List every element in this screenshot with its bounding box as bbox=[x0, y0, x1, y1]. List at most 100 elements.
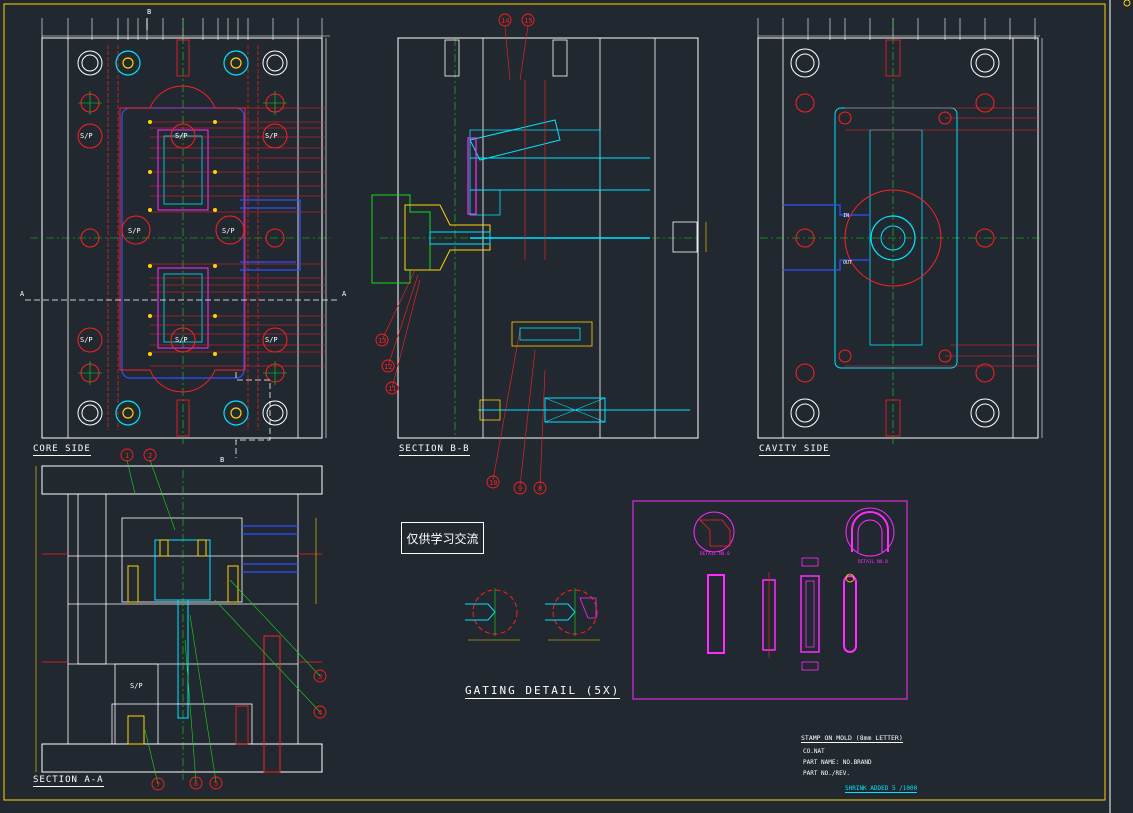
letter-profile-3-inner bbox=[805, 580, 815, 648]
aa-ejector-rod bbox=[177, 599, 189, 719]
section-a-marker-left: A bbox=[20, 290, 25, 298]
cavity-out-label: OUT bbox=[843, 260, 852, 266]
callout-2: 2 bbox=[148, 452, 153, 460]
aa-callout-leaders bbox=[126, 459, 321, 785]
aa-cavity-block bbox=[121, 517, 243, 603]
core-red-bolts bbox=[77, 93, 288, 383]
callout-14: 14 bbox=[501, 17, 510, 25]
letter-profile-4 bbox=[843, 575, 857, 653]
bb-core-insert bbox=[469, 129, 601, 216]
cavity-water-lines bbox=[783, 204, 870, 271]
bb-guide-pin-top-2 bbox=[552, 39, 568, 77]
core-insert-red bbox=[119, 85, 246, 393]
core-cavity-upper bbox=[157, 129, 209, 211]
sp-label-3: S/P bbox=[128, 227, 141, 235]
sp-label-8: S/P bbox=[265, 336, 278, 344]
core-ejector-pins bbox=[148, 120, 217, 356]
callout-8: 8 bbox=[538, 485, 543, 493]
section-aa-title: SECTION A-A bbox=[33, 775, 104, 787]
aa-ejector-plate bbox=[111, 703, 253, 745]
core-water-lines bbox=[240, 199, 301, 271]
aa-callout-circles bbox=[120, 448, 327, 791]
section-b-marker-bottom: B bbox=[220, 456, 224, 464]
aa-pin-right bbox=[235, 705, 249, 745]
sp-label-2: S/P bbox=[265, 132, 278, 140]
letter-block-bottom bbox=[801, 661, 819, 671]
gate-profile-left bbox=[465, 603, 496, 621]
detail-part-2-inner bbox=[857, 519, 883, 552]
callout-13: 13 bbox=[378, 337, 387, 345]
section-aa-view bbox=[35, 459, 323, 785]
title-block-line3: PART NO./REV. bbox=[803, 770, 850, 777]
aa-bolt bbox=[127, 715, 145, 745]
bb-side-block bbox=[672, 221, 698, 253]
callout-12: 12 bbox=[384, 363, 393, 371]
core-dimension-leaders bbox=[150, 107, 325, 367]
bb-guide-pin-top bbox=[444, 39, 460, 77]
gating-detail-title: GATING DETAIL (5X) bbox=[465, 684, 621, 699]
cavity-dim-leaders bbox=[845, 107, 1040, 367]
bb-locating-ring bbox=[404, 204, 491, 271]
bb-slider bbox=[469, 119, 561, 161]
cavity-in-label: IN bbox=[843, 213, 849, 219]
bb-callout-circles bbox=[375, 13, 547, 495]
aa-core-insert bbox=[154, 539, 211, 601]
cavity-side-view bbox=[757, 18, 1043, 445]
section-b-cut-path bbox=[235, 372, 271, 458]
core-return-pins bbox=[176, 39, 190, 437]
callout-6: 6 bbox=[194, 780, 199, 788]
core-insert-cyan-lower bbox=[163, 273, 203, 343]
title-block-line2: PART NAME: NO.BRAND bbox=[803, 759, 872, 766]
aa-red-parting bbox=[42, 553, 322, 663]
cavity-insert-inner bbox=[869, 129, 923, 346]
gate-hatch-right bbox=[579, 597, 597, 619]
callout-11: 11 bbox=[388, 385, 397, 393]
cavity-sprue-hole bbox=[880, 225, 906, 251]
core-leader-pins bbox=[115, 50, 249, 426]
detail-circle-1 bbox=[693, 511, 735, 553]
cavity-corner-bolts bbox=[790, 48, 1000, 428]
stamp-detail bbox=[632, 500, 908, 700]
title-block-title: STAMP ON MOLD (8mm LETTER) bbox=[801, 734, 903, 743]
callout-7: 7 bbox=[156, 781, 161, 789]
letter-profile-3 bbox=[800, 575, 820, 653]
core-side-view bbox=[25, 18, 340, 458]
cavity-side-title: CAVITY SIDE bbox=[759, 444, 830, 456]
callout-4: 4 bbox=[318, 709, 323, 717]
aa-top-plate bbox=[41, 465, 323, 495]
bb-ejector-block bbox=[511, 321, 593, 347]
title-block-line1: CO.NAT bbox=[803, 748, 825, 755]
callout-1: 1 bbox=[125, 452, 130, 460]
callout-3: 3 bbox=[318, 673, 323, 681]
core-top-dimension-ticks bbox=[41, 18, 330, 40]
bb-bottom-bolt bbox=[479, 399, 501, 421]
detail-label-1: DETAIL NO.0 bbox=[700, 551, 730, 557]
sp-label-6: S/P bbox=[175, 336, 188, 344]
gating-detail bbox=[465, 588, 600, 641]
letter-profile-1 bbox=[707, 574, 725, 654]
cavity-sprue-bush bbox=[870, 215, 916, 261]
core-side-title: CORE SIDE bbox=[33, 444, 91, 456]
detail-circle-2 bbox=[845, 507, 895, 557]
cavity-plate-inner bbox=[782, 37, 1014, 439]
title-block-line4: SHRINK ADDED 5 /1000 bbox=[845, 785, 918, 793]
cavity-top-dimension-ticks bbox=[757, 18, 1040, 40]
aa-guide-pillar bbox=[77, 493, 107, 665]
bb-ejector-block-inner bbox=[519, 327, 581, 341]
section-bb-view bbox=[371, 25, 707, 489]
bb-sprue bbox=[429, 231, 491, 245]
drawing-frame bbox=[3, 3, 1106, 801]
sp-label-1: S/P bbox=[80, 132, 93, 140]
aa-yellow-parts bbox=[127, 539, 239, 603]
callout-10: 10 bbox=[489, 479, 498, 487]
core-cavity-lower bbox=[157, 267, 209, 349]
callout-5: 5 bbox=[214, 780, 219, 788]
section-bb-title: SECTION B-B bbox=[399, 444, 470, 456]
callout-9: 9 bbox=[518, 485, 523, 493]
sp-label-5: S/P bbox=[175, 132, 188, 140]
section-a-marker-right: A bbox=[342, 290, 347, 298]
detail-label-2: DETAIL NO.0 bbox=[858, 559, 888, 565]
callout-15: 15 bbox=[524, 17, 533, 25]
bb-magenta-part bbox=[467, 137, 477, 215]
